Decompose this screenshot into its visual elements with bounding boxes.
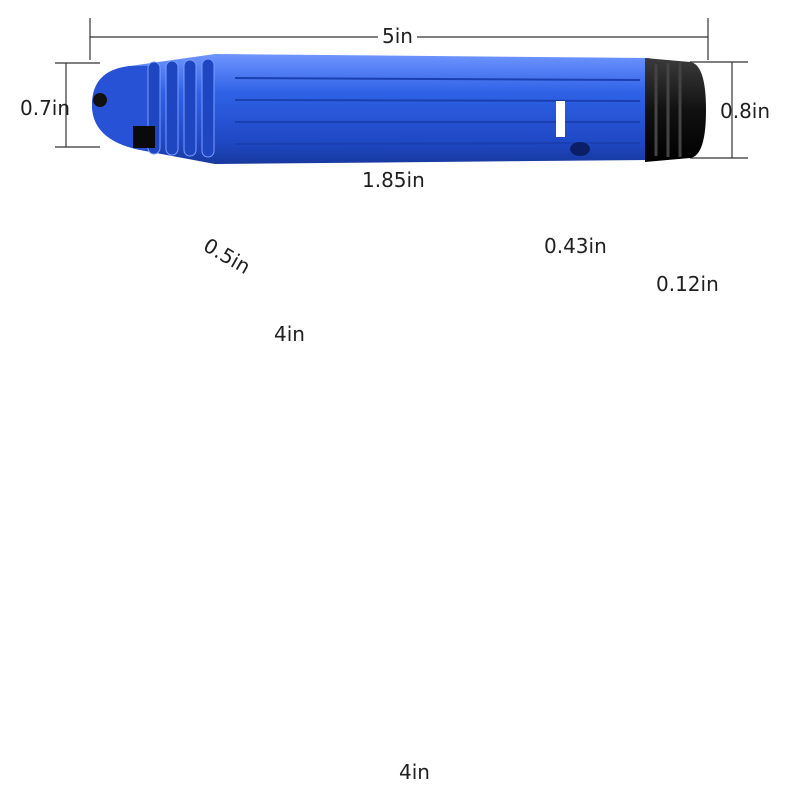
label-left-diameter: 0.7in: [20, 96, 71, 120]
deburr-handle-body: [92, 54, 650, 164]
label-blade-shaft: 0.12in: [656, 272, 719, 296]
dim-line-right-diameter: [690, 61, 748, 159]
dim-line-left-diameter: [55, 62, 100, 148]
deburr-slot: [133, 126, 155, 148]
deburr-tool: [55, 18, 748, 164]
label-file-length-bottom: 4in: [395, 762, 434, 782]
label-blade-length: 1.85in: [358, 170, 429, 190]
label-file-length-top: 4in: [270, 324, 309, 344]
deburr-button: [570, 142, 590, 156]
deburr-tip-hole: [93, 93, 107, 107]
label-right-diameter: 0.8in: [720, 99, 771, 123]
label-total-length: 5in: [378, 26, 417, 46]
deburr-indicator: [556, 101, 565, 137]
deburr-end-cap: [645, 58, 706, 162]
label-blade-tip: 0.43in: [540, 236, 611, 256]
deburr-flutes: [234, 77, 641, 145]
